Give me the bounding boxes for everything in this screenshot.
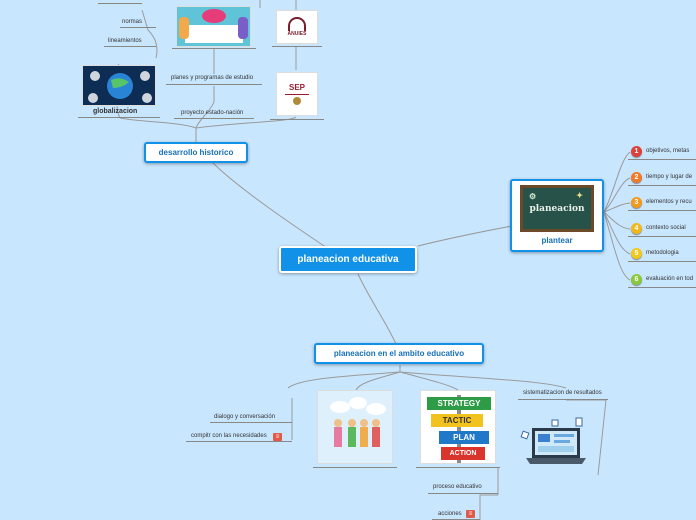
plantear-item-label[interactable]: contexto social <box>646 225 686 231</box>
globe-icon <box>88 71 152 103</box>
node-lineamientos[interactable]: lineamientos <box>108 38 142 44</box>
conversation-underline <box>313 467 397 468</box>
plantear-item-label[interactable]: metodologia <box>646 250 679 256</box>
proyecto-underline <box>174 118 254 119</box>
globalizacion-image <box>82 65 156 106</box>
child-figure-right <box>238 17 248 39</box>
textbook-image <box>176 6 251 47</box>
note-icon[interactable]: ≡ <box>273 433 282 441</box>
priority-1-icon: 1 <box>631 146 642 157</box>
globalizacion-underline <box>78 117 160 118</box>
plantear-item-label[interactable]: objetivos, metas <box>646 148 690 154</box>
plantear-item-label[interactable]: evaluación en tod <box>646 276 694 282</box>
compartir-underline <box>186 441 292 442</box>
plantear-item-underline <box>628 236 696 237</box>
plantear-item-underline <box>628 287 696 288</box>
textbook-underline <box>172 48 256 49</box>
node-normas[interactable]: normas <box>122 19 143 25</box>
plantear-item-underline <box>628 210 696 211</box>
laptop-image <box>518 416 594 472</box>
strategy-signpost-image: STRATEGY TACTIC PLAN ACTION <box>420 390 496 464</box>
anuies-arch-icon <box>288 17 306 31</box>
people-talking-icon <box>330 397 386 447</box>
sign-plan: PLAN <box>439 431 489 444</box>
conversation-image <box>317 390 393 464</box>
textbook-page <box>185 25 243 43</box>
plantear-item-underline <box>628 185 696 186</box>
normas-underline <box>120 27 156 28</box>
sep-underline <box>270 119 324 120</box>
node-proyecto-estado-nacion[interactable]: proyecto estado-nación <box>181 110 244 116</box>
node-globalizacion[interactable]: globalizacion <box>93 108 138 115</box>
priority-6-icon: 6 <box>631 274 642 285</box>
sep-logo-text: SEP <box>288 83 305 92</box>
proceso-underline <box>428 493 498 494</box>
plantear-item-label[interactable]: elementos y recu <box>646 199 692 205</box>
sign-strategy: STRATEGY <box>427 397 491 410</box>
planes-underline <box>166 84 262 85</box>
plantear-item-label[interactable]: tiempo y lugar de <box>646 174 693 180</box>
lineamientos-underline <box>104 46 156 47</box>
child-figure-left <box>179 17 189 39</box>
strategy-underline <box>416 467 500 468</box>
sistematizacion-underline <box>518 399 608 400</box>
chalk-gear-icon: ⚙ <box>529 192 537 201</box>
plantear-item-underline <box>628 159 696 160</box>
laptop-icon <box>520 417 586 464</box>
node-acciones[interactable]: acciones <box>438 511 462 517</box>
sep-seal-icon <box>293 97 301 105</box>
top-underline <box>98 3 142 4</box>
chalk-bulb-icon: ✦ <box>576 191 583 200</box>
priority-4-icon: 4 <box>631 223 642 234</box>
topic-plantear[interactable]: planeacion ⚙ ✦ plantear <box>510 179 604 252</box>
priority-3-icon: 3 <box>631 197 642 208</box>
dialogo-underline <box>210 422 292 423</box>
topic-planeacion-ambito-educativo[interactable]: planeacion en el ambito educativo <box>314 343 484 364</box>
signpost-pole <box>457 395 461 463</box>
textbook-badge <box>202 9 226 23</box>
node-compartir-necesidades[interactable]: compitr con las necesidades <box>191 433 267 439</box>
sep-divider <box>285 94 309 95</box>
node-sistematizacion[interactable]: sistematizacion de resultados <box>523 390 602 396</box>
central-topic[interactable]: planeacion educativa <box>279 246 417 273</box>
topic-plantear-label: plantear <box>541 236 573 245</box>
priority-2-icon: 2 <box>631 172 642 183</box>
anuies-underline <box>272 46 322 47</box>
sep-logo: SEP <box>276 72 318 116</box>
acciones-note-icon[interactable]: ≡ <box>466 510 475 518</box>
topic-desarrollo-historico[interactable]: desarrollo historico <box>144 142 248 163</box>
chalkboard-text: planeacion <box>529 203 585 214</box>
node-dialogo-conversacion[interactable]: dialogo y conversación <box>214 414 276 420</box>
plantear-item-underline <box>628 261 696 262</box>
chalkboard-image: planeacion ⚙ ✦ <box>520 185 594 232</box>
anuies-logo: ANUIES <box>276 10 318 44</box>
sign-action: ACTION <box>441 447 485 460</box>
priority-5-icon: 5 <box>631 248 642 259</box>
node-planes-programas[interactable]: planes y programas de estudio <box>171 75 254 81</box>
sign-tactic: TACTIC <box>431 414 483 427</box>
anuies-logo-text: ANUIES <box>287 31 307 37</box>
node-proceso-educativo[interactable]: proceso educativo <box>433 484 482 490</box>
